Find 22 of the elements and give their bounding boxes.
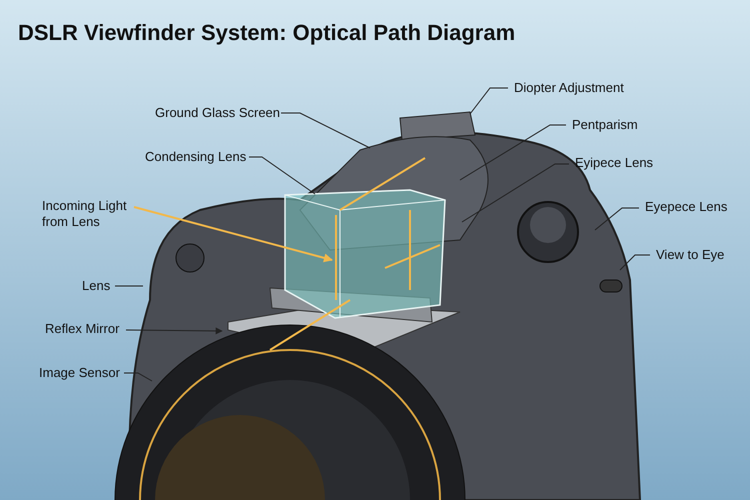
part-label: Eyipece Lens bbox=[575, 155, 654, 171]
leader-line bbox=[460, 124, 566, 180]
part-label: View to Eye bbox=[656, 247, 724, 263]
part-label: Lens bbox=[82, 278, 110, 294]
part-label: Reflex Mirror bbox=[45, 321, 120, 337]
light-arrow bbox=[134, 206, 333, 262]
leader-arrow bbox=[126, 327, 223, 334]
leader-line bbox=[620, 254, 650, 270]
leader-line bbox=[248, 156, 316, 194]
leader-line bbox=[462, 164, 570, 222]
part-label: Incoming Light from Lens bbox=[42, 198, 132, 230]
part-label: Eyepece Lens bbox=[645, 199, 728, 215]
part-label: Image Sensor bbox=[39, 365, 120, 381]
leader-line bbox=[594, 208, 640, 230]
part-label: Ground Glass Screen bbox=[155, 105, 280, 121]
title: DSLR Viewfinder System: Optical Path Diagram bbox=[18, 20, 516, 46]
leader-line bbox=[280, 112, 370, 148]
part-label: Pentparism bbox=[572, 117, 638, 133]
part-label: Diopter Adjustment bbox=[514, 80, 624, 96]
leader-line bbox=[470, 88, 508, 114]
part-label: Condensing Lens bbox=[145, 149, 246, 165]
leader-line bbox=[124, 372, 152, 382]
